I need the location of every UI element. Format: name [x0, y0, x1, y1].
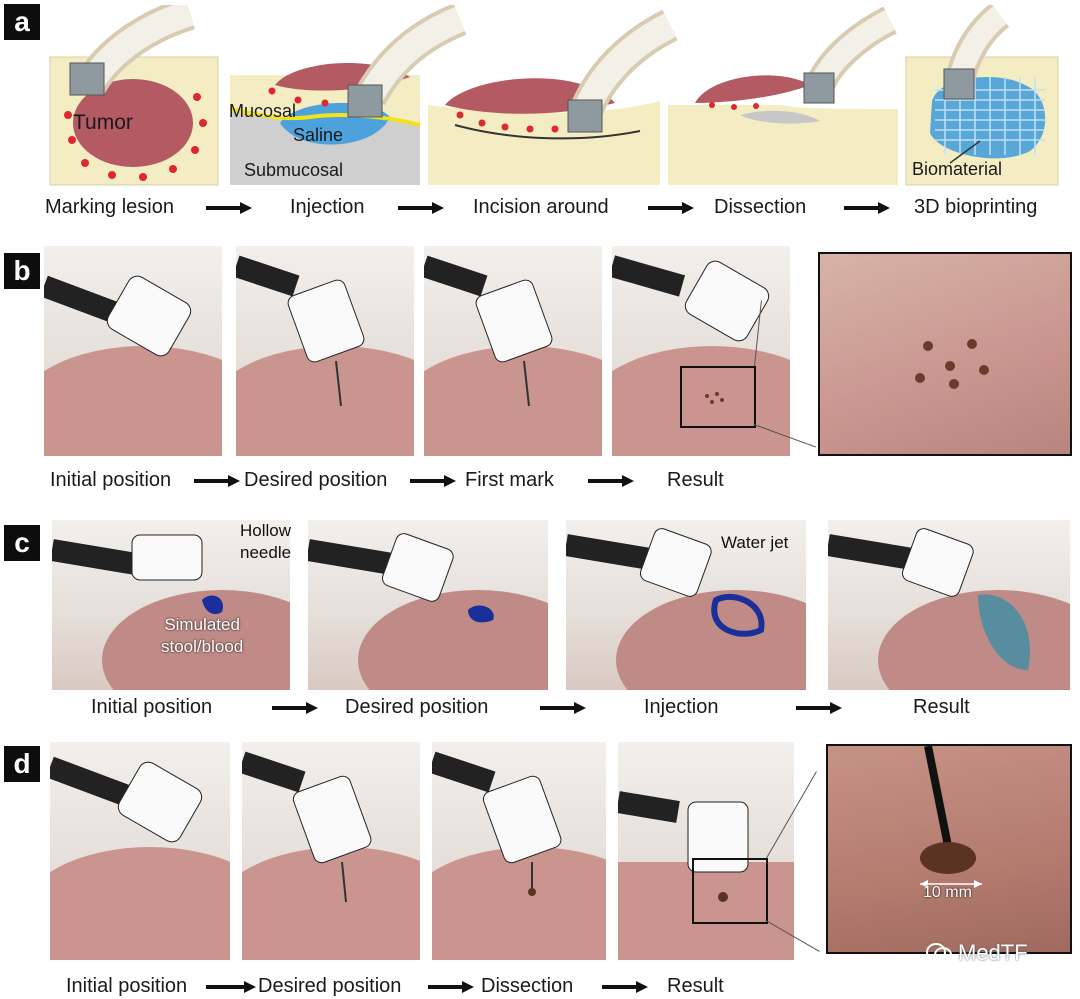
panel-c-tag: c — [4, 525, 40, 561]
panel-a-diagram — [49, 5, 1059, 186]
zoom-region-d — [692, 858, 768, 924]
arrow-right-icon — [206, 202, 252, 214]
step-b-4: Result — [667, 469, 724, 491]
robot-arm-5 — [943, 5, 1010, 100]
photo-b-desired — [236, 246, 414, 456]
arrow-right-icon — [428, 981, 474, 993]
water-jet-annotation: Water jet — [721, 533, 789, 552]
step-c-3: Injection — [644, 696, 719, 718]
watermark: MedTF — [926, 940, 1028, 966]
watermark-text: MedTF — [958, 940, 1028, 965]
photo-d-result — [618, 742, 794, 960]
scene-dissection — [668, 75, 898, 185]
biomaterial-label: Biomaterial — [912, 159, 1003, 179]
photo-d-initial — [50, 742, 230, 960]
scene-marking-lesion — [49, 56, 219, 186]
arrow-right-icon — [844, 202, 890, 214]
saline-label: Saline — [293, 125, 344, 145]
robot-arm-4 — [803, 6, 897, 104]
photo-b-result — [612, 246, 790, 456]
panel-d-tag: d — [4, 746, 40, 782]
photo-d-dissection — [432, 742, 606, 960]
arrow-right-icon — [540, 702, 586, 714]
photo-c-injection — [566, 520, 806, 690]
step-a-4: Dissection — [714, 196, 807, 218]
hollow-needle-annotation: Hollow needle — [240, 521, 292, 562]
photo-b-initial — [44, 246, 222, 456]
panel-b-tag: b — [4, 253, 40, 289]
robot-arm-1 — [69, 5, 196, 96]
photo-b-first-mark — [424, 246, 602, 456]
step-c-1: Initial position — [91, 696, 213, 718]
tumor-label: Tumor — [73, 111, 133, 134]
photo-d-desired — [242, 742, 420, 960]
step-d-4: Result — [667, 975, 724, 997]
zoom-region-b — [680, 366, 756, 428]
arrow-right-icon — [588, 475, 634, 487]
robot-arm-2 — [347, 5, 467, 118]
step-c-4: Result — [913, 696, 970, 718]
step-a-5: 3D bioprinting — [914, 196, 1038, 218]
photo-d-zoom — [826, 744, 1072, 954]
arrow-right-icon — [796, 702, 842, 714]
photo-c-result — [828, 520, 1070, 690]
step-a-2: Injection — [290, 196, 365, 218]
step-c-2: Desired position — [345, 696, 489, 718]
simulated-stool-annotation: Simulated stool/blood — [161, 615, 244, 656]
photo-c-desired — [308, 520, 548, 690]
step-b-2: Desired position — [244, 469, 388, 491]
arrow-right-icon — [648, 202, 694, 214]
panel-a-tag: a — [4, 4, 40, 40]
robot-arm-3 — [567, 9, 678, 133]
mucosal-label: Mucosal — [229, 101, 297, 121]
step-b-1: Initial position — [50, 469, 172, 491]
step-d-3: Dissection — [481, 975, 574, 997]
step-d-1: Initial position — [66, 975, 188, 997]
arrow-right-icon — [272, 702, 318, 714]
arrow-right-icon — [602, 981, 648, 993]
photo-c-initial — [52, 520, 290, 690]
step-a-1: Marking lesion — [45, 196, 174, 218]
scale-bar-label: 10 mm — [923, 884, 972, 901]
scene-incision — [428, 78, 660, 185]
arrow-right-icon — [194, 475, 240, 487]
arrow-right-icon — [410, 475, 456, 487]
submucosal-label: Submucosal — [244, 160, 344, 180]
chat-bubble-icon — [926, 943, 952, 963]
photo-b-zoom — [818, 252, 1072, 456]
step-d-2: Desired position — [258, 975, 402, 997]
step-b-3: First mark — [465, 469, 554, 491]
arrow-right-icon — [206, 981, 256, 993]
step-a-3: Incision around — [473, 196, 609, 218]
arrow-right-icon — [398, 202, 444, 214]
